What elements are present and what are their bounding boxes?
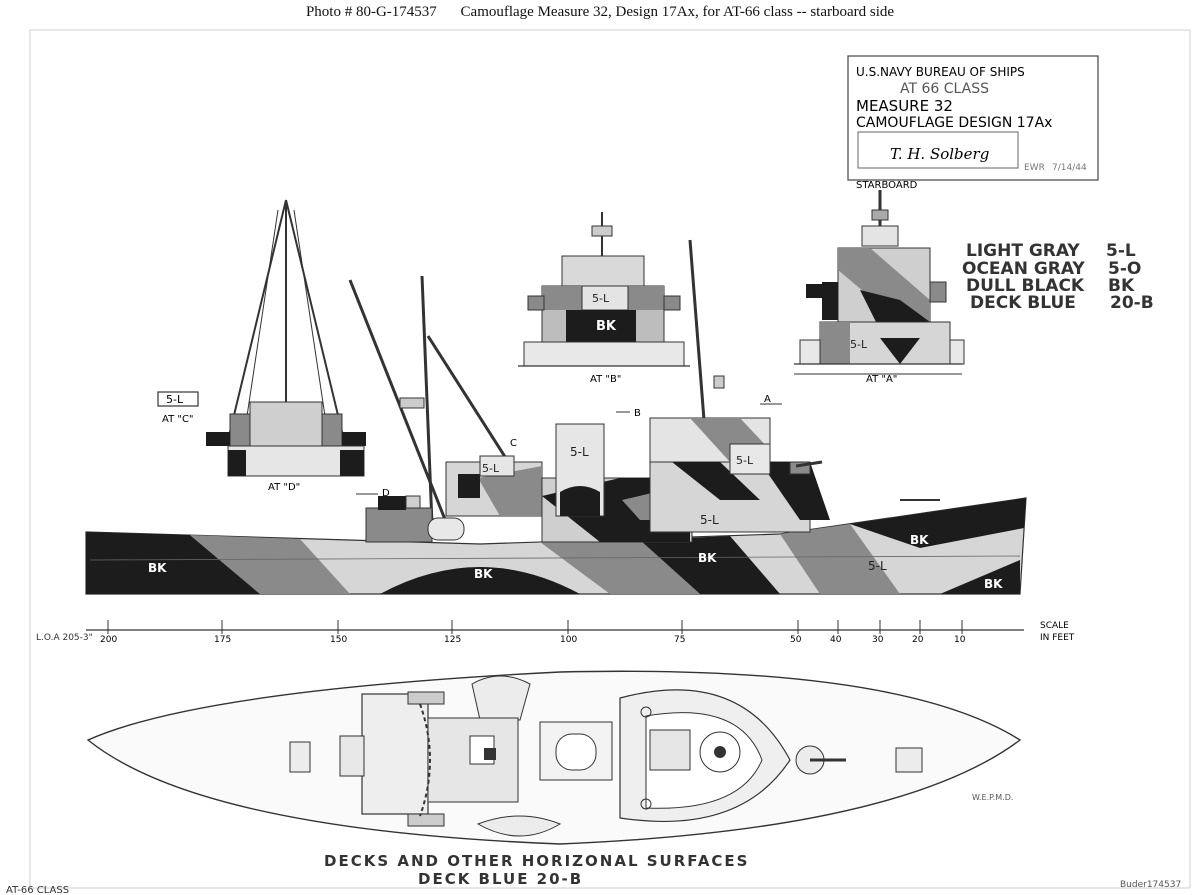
photo-id: Photo # 80-G-174537 <box>305 4 437 20</box>
title-line-navy: U.S.NAVY BUREAU OF SHIPS <box>856 65 1025 79</box>
profile-patch-bk-stern: BK <box>148 561 167 575</box>
marker-b: B <box>634 408 641 419</box>
corner-class-label: AT-66 CLASS <box>6 885 69 895</box>
section-view-a: STARBOARD 5-L AT "A" <box>794 180 965 385</box>
scale-units-label: IN FEET <box>1040 633 1075 643</box>
title-line-design: CAMOUFLAGE DESIGN 17Ax <box>856 115 1052 131</box>
loa-label: L.O.A 205-3" <box>36 633 93 643</box>
approval-date: 7/14/44 <box>1052 163 1087 173</box>
section-a-patch-label: 5-L <box>850 338 868 351</box>
title-line-measure: MEASURE 32 <box>856 97 953 115</box>
color-legend: LIGHT GRAY 5-L OCEAN GRAY 5-O DULL BLACK… <box>962 241 1154 313</box>
section-b-patch-light: 5-L <box>592 292 610 305</box>
profile-patch-bk-bow: BK <box>910 533 929 547</box>
legend-name-dull-black: DULL BLACK <box>966 276 1085 296</box>
profile-patch-5l-house: 5-L <box>700 513 719 527</box>
deck-plan-caption-2: DECK BLUE 20-B <box>418 870 583 888</box>
section-d-caption: AT "D" <box>268 482 300 493</box>
legend-name-light-gray: LIGHT GRAY <box>966 241 1080 261</box>
profile-patch-5l-funnel: 5-L <box>570 445 589 459</box>
legend-name-deck-blue: DECK BLUE <box>970 293 1076 313</box>
profile-patch-bk-mid: BK <box>474 567 493 581</box>
scale-tick-label: 175 <box>214 635 231 645</box>
photo-caption: Photo # 80-G-174537 Camouflage Measure 3… <box>0 4 1200 21</box>
sheet-border <box>29 29 1191 889</box>
photo-description: Camouflage Measure 32, Design 17Ax, for … <box>460 4 895 20</box>
signature-box <box>857 131 1019 169</box>
scale-tick-label: 20 <box>912 635 924 645</box>
deck-plan: W.E.P.M.D. DECKS AND OTHER HORIZONAL SUR… <box>86 670 1022 888</box>
ship-profile: 5-L 5-L 5-L 5-L 5-L BK BK BK BK BK B A C… <box>85 239 1027 595</box>
deck-plan-caption-1: DECKS AND OTHER HORIZONAL SURFACES <box>324 852 749 870</box>
legend-code-ocean-gray: 5-O <box>1108 259 1141 279</box>
scale-tick-label: 40 <box>830 635 842 645</box>
section-b-caption: AT "B" <box>590 374 621 385</box>
title-block-frame <box>847 55 1099 181</box>
legend-code-dull-black: BK <box>1108 276 1135 296</box>
legend-code-deck-blue: 20-B <box>1110 293 1154 313</box>
profile-patch-bk-fwd: BK <box>698 551 717 565</box>
scale-tick-label: 10 <box>954 635 966 645</box>
scale-tick-label: 30 <box>872 635 884 645</box>
scale-tick-label: 100 <box>560 635 577 645</box>
title-block: U.S.NAVY BUREAU OF SHIPS AT 66 CLASS MEA… <box>847 55 1099 181</box>
starboard-label: STARBOARD <box>856 180 918 191</box>
profile-patch-5l-aft: 5-L <box>482 462 500 475</box>
section-a-caption: AT "A" <box>866 374 897 385</box>
approval-initials: EWR <box>1024 163 1045 173</box>
signature: T. H. Solberg <box>890 145 989 163</box>
section-c-patch-label: 5-L <box>166 393 184 406</box>
marker-d: D <box>382 488 390 499</box>
scale-tick-label: 125 <box>444 635 461 645</box>
scale-tick-label: 50 <box>790 635 802 645</box>
scale-tick-label: 200 <box>100 635 117 645</box>
section-view-c: 5-L AT "C" <box>157 391 199 425</box>
negative-number: Buder174537 <box>1120 880 1181 890</box>
legend-code-light-gray: 5-L <box>1106 241 1136 261</box>
legend-name-ocean-gray: OCEAN GRAY <box>962 259 1085 279</box>
section-c-caption: AT "C" <box>162 414 194 425</box>
marker-a: A <box>764 394 771 405</box>
section-view-b: 5-L BK AT "B" <box>518 212 690 385</box>
section-b-patch-black: BK <box>596 319 617 334</box>
profile-patch-5l-bow: 5-L <box>868 559 887 573</box>
profile-patch-bk-forefoot: BK <box>984 577 1003 591</box>
title-line-class: AT 66 CLASS <box>900 81 989 97</box>
scale-tick-label: 150 <box>330 635 347 645</box>
scale-tick-label: 75 <box>674 635 685 645</box>
profile-patch-5l-bridge: 5-L <box>736 454 754 467</box>
section-view-d: AT "D" <box>206 199 366 493</box>
artist-mark: W.E.P.M.D. <box>972 793 1013 802</box>
scale-label: SCALE <box>1040 621 1069 631</box>
marker-c: C <box>510 438 517 449</box>
length-scale: L.O.A 205-3" SCALE IN FEET 200 175 150 125 1… <box>36 620 1075 645</box>
